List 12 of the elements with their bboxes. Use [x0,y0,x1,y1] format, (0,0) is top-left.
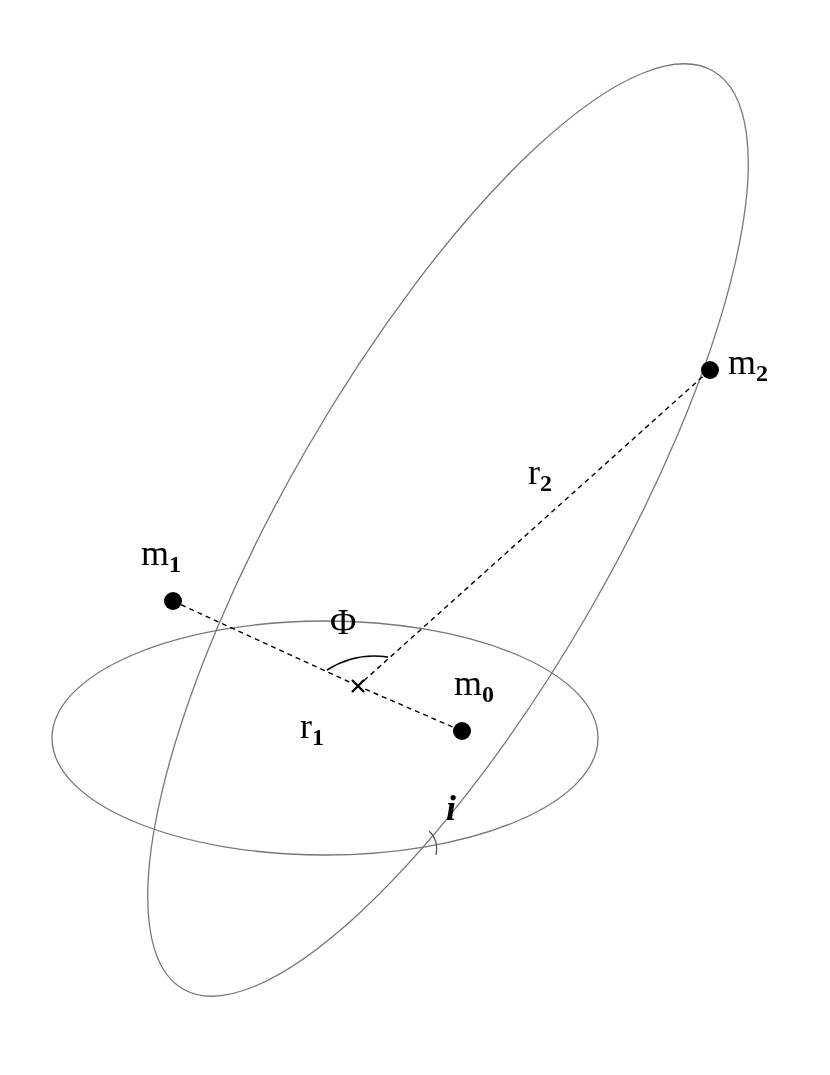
mass-label: m$_{0}$ [454,665,494,707]
mass-label: m$_{2}$ [728,344,768,386]
center-of-mass-cross [350,678,366,694]
dashed-line [364,688,455,729]
angle-label: i [446,790,456,826]
mass-dot [453,722,471,740]
mass-dot [164,592,182,610]
mass-dot [701,361,719,379]
dashed-line [180,604,352,684]
dashed-line [363,375,704,682]
mass-label: m$_{1}$ [141,535,181,577]
angle-label: Φ [330,604,357,640]
